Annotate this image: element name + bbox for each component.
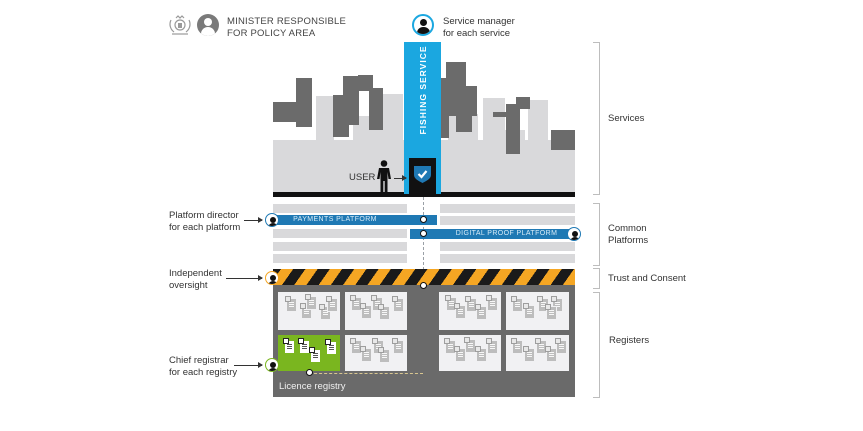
chief-registrar-line1: Chief registrar <box>169 355 229 366</box>
minister-label: MINISTER RESPONSIBLE FOR POLICY AREA <box>227 16 346 39</box>
building <box>516 97 530 109</box>
connection-node <box>420 216 427 223</box>
fishing-service-column[interactable]: FISHING SERVICE <box>404 42 441 196</box>
chief-registrar-arrow <box>234 361 263 369</box>
oversight-arrow <box>226 274 263 282</box>
chief-registrar-label: Chief registrar for each registry <box>169 355 237 378</box>
platform-lane <box>273 242 407 251</box>
licence-registry-label: Licence registry <box>279 381 346 392</box>
services-bracket <box>593 42 600 195</box>
trust-consent-hazard-bar[interactable] <box>273 269 575 285</box>
registry-dotted-connector <box>309 373 423 374</box>
platform-director-label: Platform director for each platform <box>169 210 240 233</box>
common-platforms-line2: Platforms <box>608 234 649 246</box>
registry[interactable] <box>278 292 340 330</box>
building <box>456 112 472 132</box>
fishing-service-label: FISHING SERVICE <box>417 45 428 135</box>
registry[interactable] <box>439 335 501 371</box>
service-gateway[interactable] <box>409 158 436 196</box>
user-to-service-arrow <box>394 174 407 182</box>
oversight-line1: Independent <box>169 268 222 279</box>
connection-node <box>420 282 427 289</box>
registry[interactable] <box>506 292 569 330</box>
building <box>343 76 359 125</box>
service-manager-line2: for each service <box>443 27 511 39</box>
user-label: USER <box>349 172 376 183</box>
shield-check-icon <box>414 166 431 183</box>
oversight-avatar-icon <box>265 271 279 285</box>
payments-platform-bar[interactable]: PAYMENTS PLATFORM <box>273 215 437 225</box>
platform-lane <box>273 254 407 263</box>
licence-registry-box[interactable] <box>278 335 340 371</box>
platform-lane <box>440 216 575 225</box>
service-manager-line1: Service manager <box>443 16 515 27</box>
building <box>369 88 383 130</box>
platform-director-line1: Platform director <box>169 210 239 221</box>
building <box>493 112 508 117</box>
trust-consent-bracket <box>593 268 600 289</box>
platform-lane <box>273 229 407 238</box>
user-figure-icon <box>376 160 392 194</box>
common-platforms-bracket <box>593 203 600 266</box>
oversight-line2: oversight <box>169 279 208 291</box>
digital-proof-platform-bar[interactable]: DIGITAL PROOF PLATFORM <box>410 229 575 239</box>
building <box>506 104 520 154</box>
platform-lane <box>440 254 575 263</box>
registers-area: Licence registry <box>273 285 575 397</box>
payments-platform-label: PAYMENTS PLATFORM <box>293 216 377 223</box>
layer-label-trust-consent: Trust and Consent <box>608 273 686 284</box>
platform-lane <box>273 204 407 213</box>
registry[interactable] <box>345 292 407 330</box>
building <box>316 96 334 197</box>
registry[interactable] <box>345 335 407 371</box>
platform-director-avatar-icon <box>265 213 279 227</box>
building <box>439 78 449 138</box>
building <box>296 78 312 127</box>
platform-director-line2: for each platform <box>169 221 241 233</box>
building <box>358 75 373 91</box>
minister-label-line2: FOR POLICY AREA <box>227 27 316 39</box>
building <box>528 100 548 197</box>
connection-node <box>420 230 427 237</box>
layer-label-services: Services <box>608 113 645 124</box>
common-platforms-line1: Common <box>608 223 647 234</box>
digital-proof-platform-label: DIGITAL PROOF PLATFORM <box>455 230 558 237</box>
connection-node <box>306 369 313 376</box>
layer-label-registers: Registers <box>609 335 650 346</box>
platform-lane <box>440 242 575 251</box>
service-manager-avatar-icon <box>412 14 434 36</box>
chief-registrar-line2: for each registry <box>169 366 238 378</box>
oversight-label: Independent oversight <box>169 268 222 291</box>
minister-avatar-icon <box>197 14 219 36</box>
building <box>551 130 575 150</box>
building <box>483 98 505 197</box>
registry[interactable] <box>439 292 501 330</box>
registers-bracket <box>593 292 600 398</box>
platform-lane <box>440 204 575 213</box>
layer-label-common-platforms: Common Platforms <box>608 223 648 246</box>
minister-label-line1: MINISTER RESPONSIBLE <box>227 16 347 27</box>
registry[interactable] <box>506 335 569 371</box>
platform-director-avatar-icon <box>567 227 581 241</box>
platform-director-arrow <box>244 216 263 224</box>
chief-registrar-avatar-icon <box>265 358 279 372</box>
service-manager-label: Service manager for each service <box>443 16 515 39</box>
services-skyline <box>273 40 575 197</box>
building <box>273 102 298 122</box>
building <box>449 86 477 116</box>
royal-coat-of-arms-icon <box>168 14 192 36</box>
